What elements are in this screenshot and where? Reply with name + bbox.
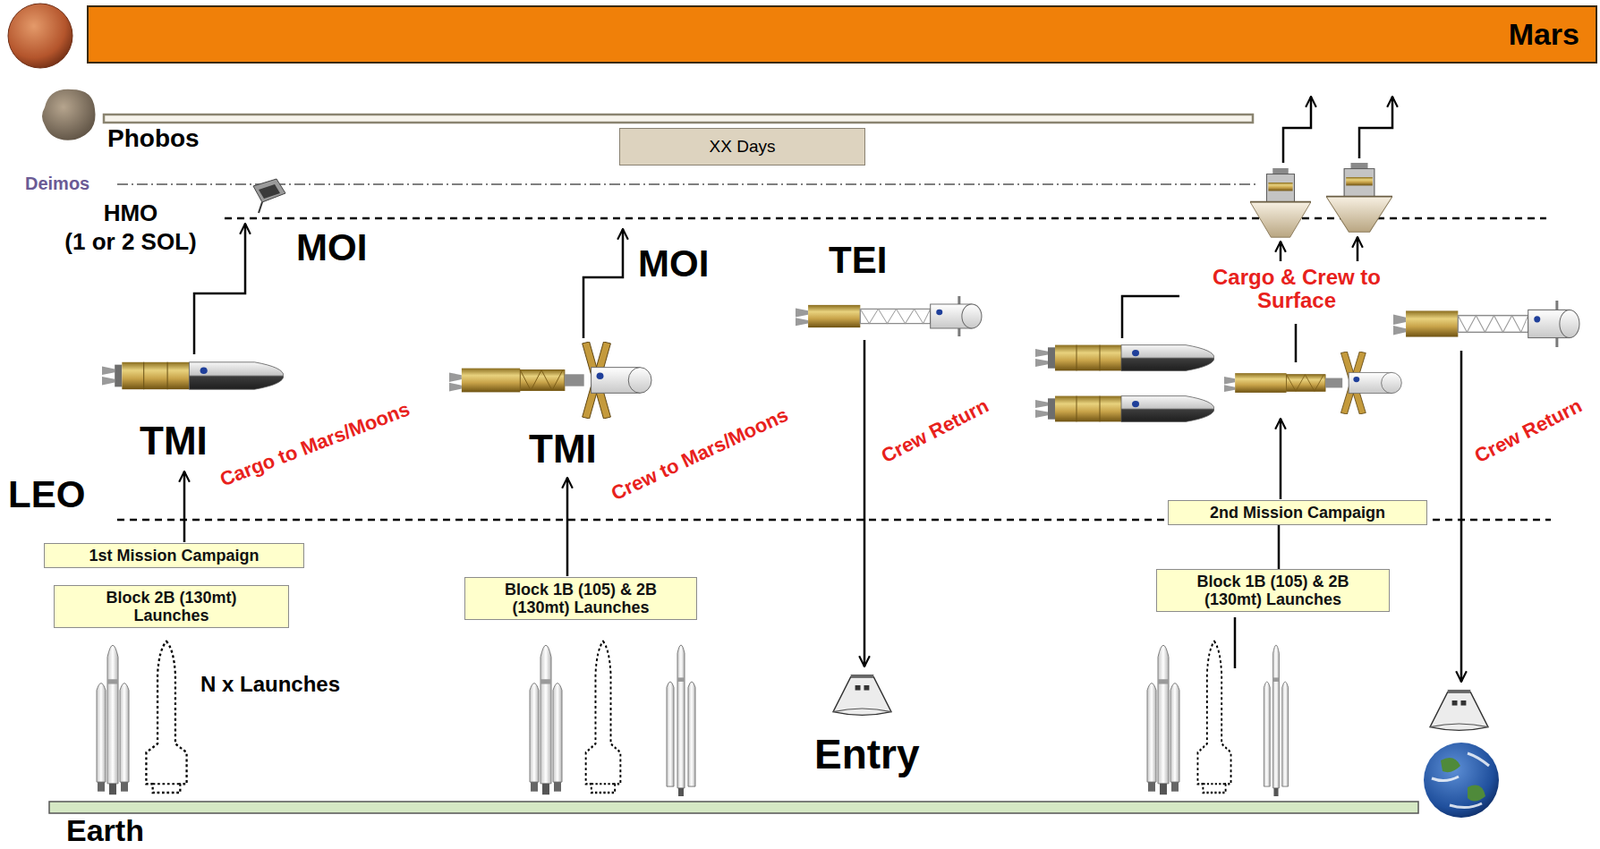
heavy-rocket xyxy=(96,645,129,795)
dotted-rocket xyxy=(145,641,187,793)
connector-line xyxy=(1277,525,1281,570)
title-band: Mars xyxy=(86,5,1598,64)
deimos-probe xyxy=(253,178,286,213)
phase-label: Cargo & Crew to Surface xyxy=(1189,265,1405,314)
slim-rocket xyxy=(666,645,696,797)
moon-label: Phobos xyxy=(107,125,200,154)
box-text: Block 1B (105) & 2B (130mt) Launches xyxy=(1181,572,1365,609)
maneuver-label: TEI xyxy=(828,239,887,281)
box-text: Mars xyxy=(1508,17,1580,52)
phase-label: Crew Return xyxy=(1471,395,1586,469)
phase-label: Crew Return xyxy=(877,395,993,469)
return-vehicle xyxy=(1393,300,1580,348)
maneuver-label: TMI xyxy=(528,427,597,471)
campaign-box: 1st Mission Campaign xyxy=(43,543,305,569)
crew-vehicle xyxy=(449,341,652,419)
maneuver-label: MOI xyxy=(296,227,367,269)
box-text: Block 1B (105) & 2B (130mt) Launches xyxy=(489,580,673,617)
earth-globe xyxy=(1423,742,1499,818)
cargo-vehicle xyxy=(1035,396,1215,423)
flow-arrow xyxy=(566,477,570,577)
launch-box: Block 2B (130mt) Launches xyxy=(53,585,290,629)
earth-clouds xyxy=(1431,753,1490,809)
orbit-label: HMO xyxy=(103,200,159,227)
cargo-vehicle xyxy=(102,362,284,390)
phobos-orbit-bar xyxy=(103,114,1253,123)
flow-arrow xyxy=(1279,241,1283,262)
orbit-label: LEO xyxy=(8,474,86,516)
orion-capsule xyxy=(1429,689,1489,731)
mars-planet xyxy=(8,3,73,69)
planet-label: Earth xyxy=(66,814,145,848)
deimos-orbit-line xyxy=(117,183,1256,186)
flow-arrow xyxy=(583,229,623,339)
flow-arrow xyxy=(863,340,867,667)
box-text: XX Days xyxy=(709,136,776,157)
flow-arrow xyxy=(1356,237,1360,262)
leader-line xyxy=(1122,296,1180,339)
maneuver-label: TMI xyxy=(139,419,208,463)
slim-rocket xyxy=(1263,645,1288,797)
box-text: 2nd Mission Campaign xyxy=(1174,503,1422,522)
return-vehicle xyxy=(795,296,982,337)
orbit-label: (1 or 2 SOL) xyxy=(64,229,196,256)
flow-arrow xyxy=(1359,96,1393,159)
phase-label: Crew to Mars/Moons xyxy=(607,404,792,506)
heavy-rocket xyxy=(529,645,562,795)
maneuver-label: MOI xyxy=(638,243,709,285)
duration-box: XX Days xyxy=(619,127,866,166)
launch-count-label: N x Launches xyxy=(200,672,341,697)
leader-line xyxy=(1234,617,1237,669)
box-text: 1st Mission Campaign xyxy=(50,546,298,565)
flow-arrow xyxy=(1460,350,1464,682)
phase-label: Cargo to Mars/Moons xyxy=(217,398,414,491)
launch-box: Block 1B (105) & 2B (130mt) Launches xyxy=(464,577,698,621)
mars-lander xyxy=(1250,168,1311,238)
campaign-box: 2nd Mission Campaign xyxy=(1167,500,1428,526)
orion-capsule xyxy=(833,674,892,715)
earth-ground-bar xyxy=(49,801,1419,814)
phobos-moon xyxy=(42,89,96,141)
moon-label: Deimos xyxy=(25,173,90,194)
dotted-rocket xyxy=(586,641,622,793)
flow-arrow xyxy=(1283,96,1311,163)
launch-box: Block 1B (105) & 2B (130mt) Launches xyxy=(1156,569,1390,613)
maneuver-label: Entry xyxy=(814,731,920,778)
crew-vehicle xyxy=(1224,351,1402,415)
leader-line xyxy=(1294,323,1298,363)
heavy-rocket xyxy=(1147,645,1180,795)
mars-lander xyxy=(1326,162,1393,232)
cargo-vehicle xyxy=(1035,345,1215,372)
flow-arrow xyxy=(194,223,246,355)
box-text: Block 2B (130mt) Launches xyxy=(79,588,264,625)
flow-arrow xyxy=(183,471,187,543)
dotted-rocket xyxy=(1197,641,1231,793)
flow-arrow xyxy=(1279,418,1283,500)
